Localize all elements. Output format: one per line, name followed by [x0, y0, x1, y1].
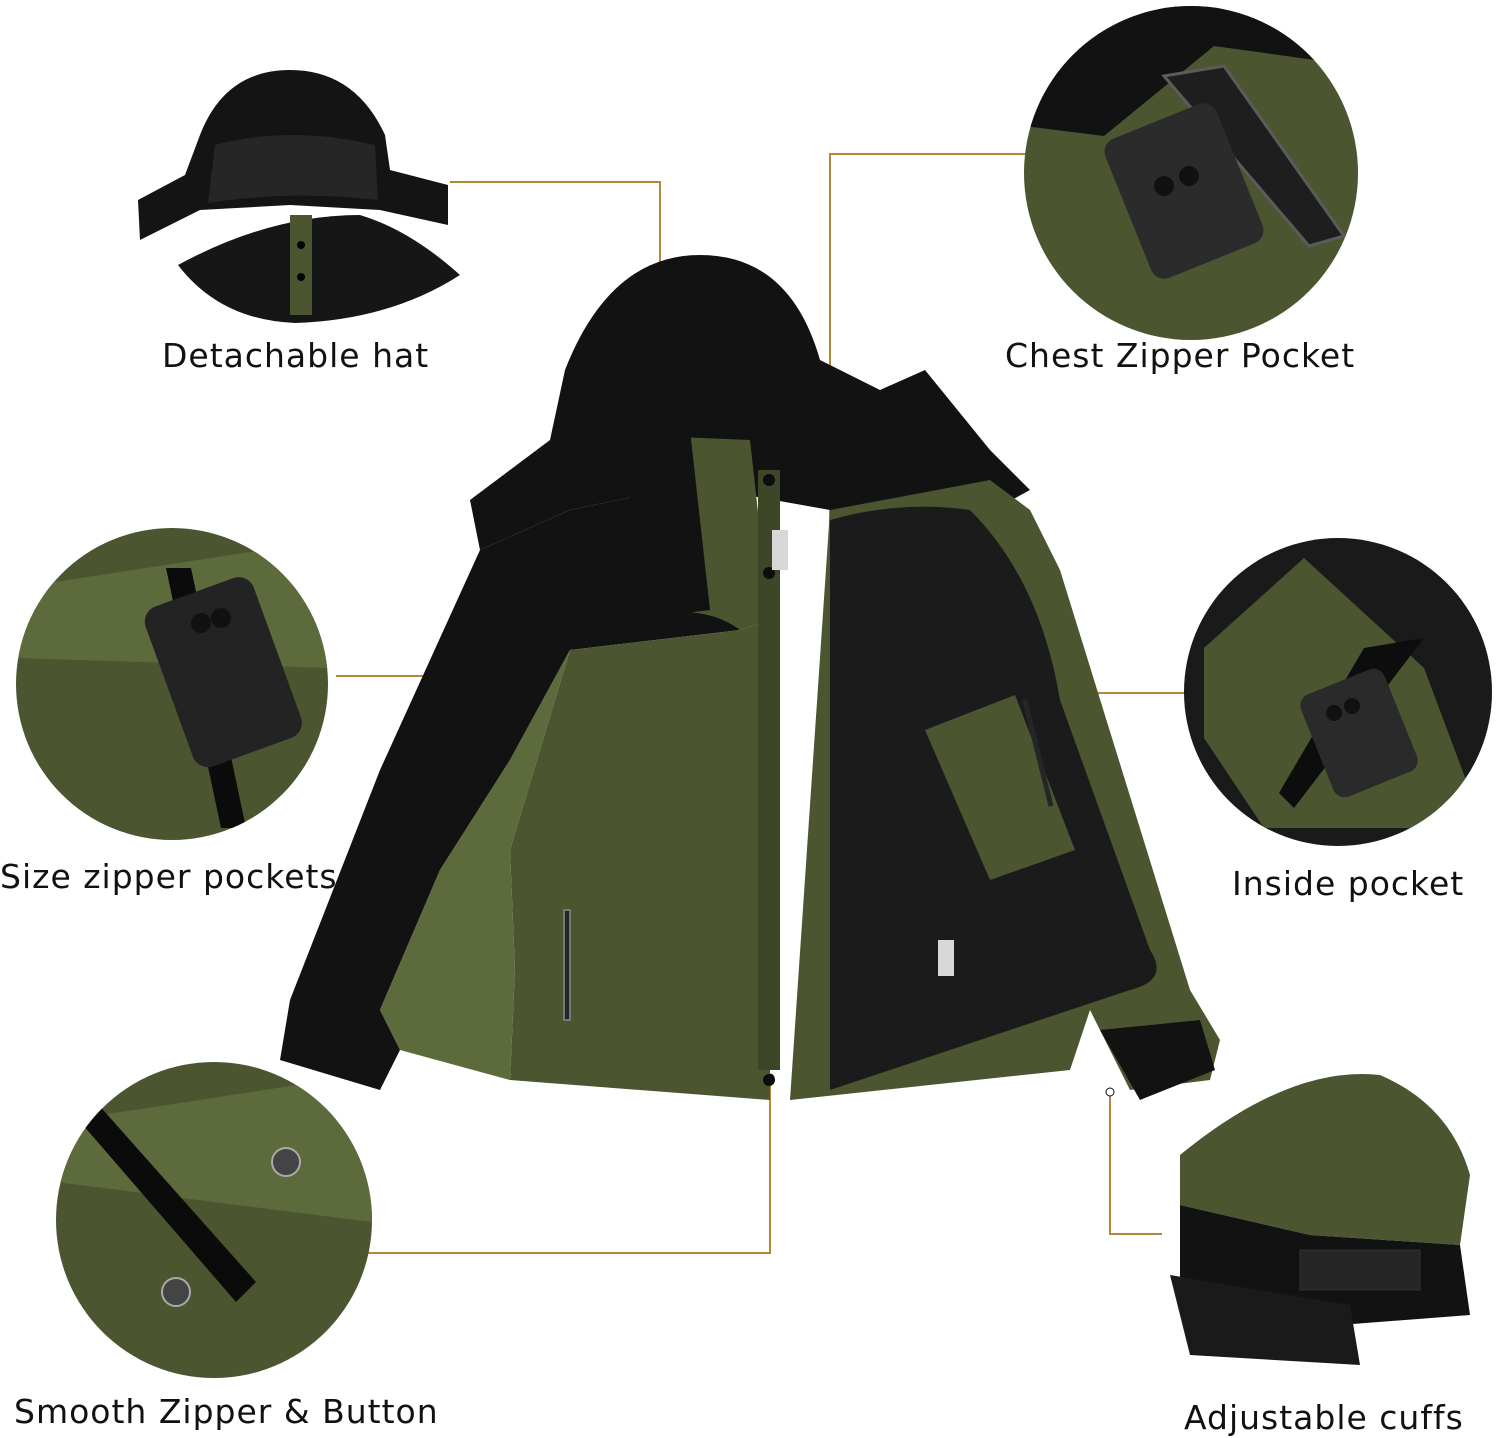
label-detachable-hat: Detachable hat [162, 336, 430, 375]
label-chest-zipper-pocket: Chest Zipper Pocket [1005, 336, 1356, 375]
leader-line-cuffs [1109, 1092, 1162, 1235]
label-inside-pocket: Inside pocket [1232, 864, 1465, 903]
label-side-zipper-pockets: Size zipper pockets [0, 857, 338, 896]
inside-pocket-detail-circle [1184, 538, 1492, 846]
chest-pocket-detail-circle [1024, 6, 1358, 340]
jacket-main-illustration [280, 255, 1220, 1100]
side-pocket-detail-circle [16, 528, 328, 840]
adjustable-cuff-illustration [1170, 1074, 1470, 1365]
leader-line-zipper [367, 1078, 771, 1254]
detachable-hood-illustration [138, 70, 460, 323]
label-adjustable-cuffs: Adjustable cuffs [1184, 1398, 1464, 1437]
label-smooth-zipper-button: Smooth Zipper & Button [14, 1392, 439, 1431]
zipper-button-detail-circle [56, 1062, 372, 1378]
